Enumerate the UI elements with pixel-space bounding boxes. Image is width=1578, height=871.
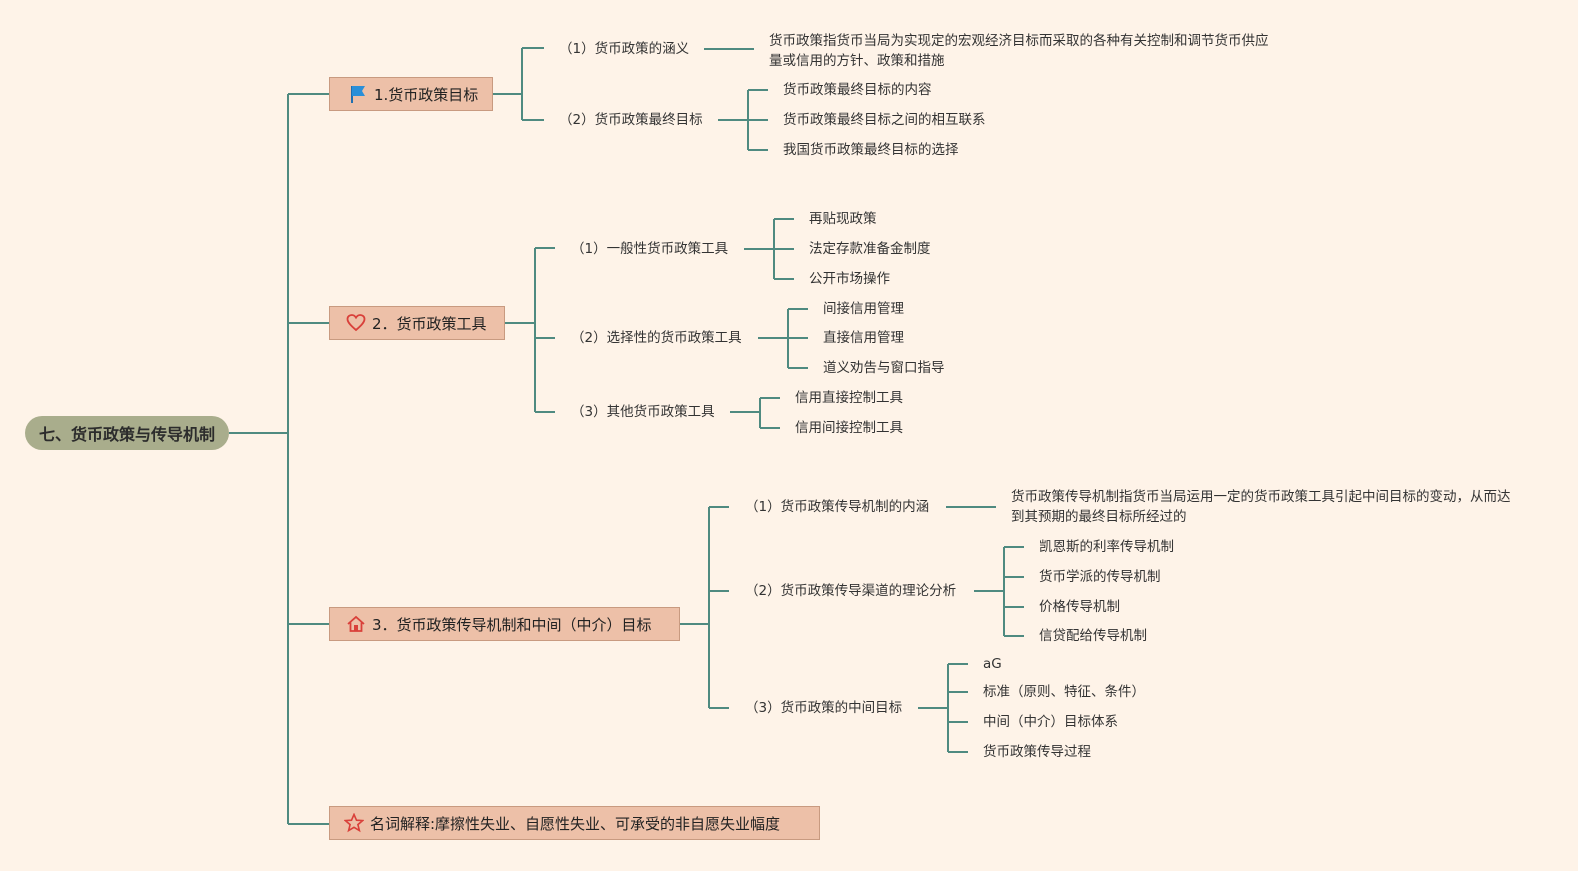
leaf-item[interactable]: 货币学派的传导机制 (1039, 569, 1161, 585)
subtopic[interactable]: （2）选择性的货币政策工具 (571, 330, 742, 346)
subtopic[interactable]: （2）货币政策最终目标 (559, 112, 703, 128)
branch-term-explanation[interactable]: 名词解释:摩擦性失业、自愿性失业、可承受的非自愿失业幅度 (329, 806, 820, 840)
branch-label: 名词解释:摩擦性失业、自愿性失业、可承受的非自愿失业幅度 (370, 814, 781, 833)
connector (680, 506, 729, 709)
subtopic[interactable]: （1）一般性货币政策工具 (571, 241, 729, 257)
connector (505, 247, 555, 413)
leaf-item[interactable]: 信贷配给传导机制 (1039, 628, 1147, 644)
connector (974, 546, 1024, 637)
connector (918, 663, 968, 753)
leaf-item[interactable]: 凯恩斯的利率传导机制 (1039, 539, 1174, 555)
star-icon (344, 813, 364, 833)
leaf-item[interactable]: 道义劝告与窗口指导 (823, 360, 945, 376)
connector (493, 47, 544, 121)
connector (758, 308, 808, 369)
leaf-item[interactable]: 价格传导机制 (1039, 599, 1120, 615)
branch-transmission-mechanism[interactable]: 3．货币政策传导机制和中间（中介）目标 (329, 607, 680, 641)
leaf-item[interactable]: 货币政策最终目标之间的相互联系 (783, 112, 986, 128)
connector (744, 218, 794, 280)
connector (730, 397, 780, 429)
home-icon (346, 614, 366, 634)
subtopic[interactable]: （3）货币政策的中间目标 (745, 700, 903, 716)
connector (718, 89, 768, 151)
leaf-item[interactable]: 中间（中介）目标体系 (983, 714, 1118, 730)
leaf-item[interactable]: aG (983, 656, 1002, 672)
leaf-item[interactable]: 信用间接控制工具 (795, 420, 903, 436)
branch-label: 1.货币政策目标 (374, 85, 479, 104)
leaf-item[interactable]: 我国货币政策最终目标的选择 (783, 142, 959, 158)
heart-icon (346, 313, 366, 333)
leaf-item[interactable]: 法定存款准备金制度 (809, 241, 931, 257)
subtopic[interactable]: （1）货币政策传导机制的内涵 (745, 499, 930, 515)
flag-icon (348, 84, 368, 104)
subtopic[interactable]: （1）货币政策的涵义 (559, 41, 690, 57)
branch-label: 2．货币政策工具 (372, 314, 487, 333)
root-topic[interactable]: 七、货币政策与传导机制 (25, 416, 229, 450)
leaf-item[interactable]: 间接信用管理 (823, 301, 904, 317)
leaf-item[interactable]: 直接信用管理 (823, 330, 904, 346)
subtopic[interactable]: （2）货币政策传导渠道的理论分析 (745, 583, 957, 599)
leaf-item[interactable]: 再贴现政策 (809, 211, 877, 227)
leaf-item[interactable]: 货币政策最终目标的内容 (783, 82, 932, 98)
branch-monetary-policy-tools[interactable]: 2．货币政策工具 (329, 306, 505, 340)
branch-monetary-policy-goals[interactable]: 1.货币政策目标 (329, 77, 493, 111)
leaf-item[interactable]: 公开市场操作 (809, 271, 890, 287)
leaf-item[interactable]: 标准（原则、特征、条件） (983, 684, 1145, 700)
subtopic[interactable]: （3）其他货币政策工具 (571, 404, 715, 420)
leaf-item[interactable]: 货币政策传导过程 (983, 744, 1091, 760)
branch-label: 3．货币政策传导机制和中间（中介）目标 (372, 615, 652, 634)
leaf-item[interactable]: 信用直接控制工具 (795, 390, 903, 406)
definition-text[interactable]: 货币政策指货币当局为实现定的宏观经济目标而采取的各种有关控制和调节货币供应量或信… (769, 33, 1269, 69)
definition-text[interactable]: 货币政策传导机制指货币当局运用一定的货币政策工具引起中间目标的变动，从而达到其预… (1011, 489, 1511, 525)
